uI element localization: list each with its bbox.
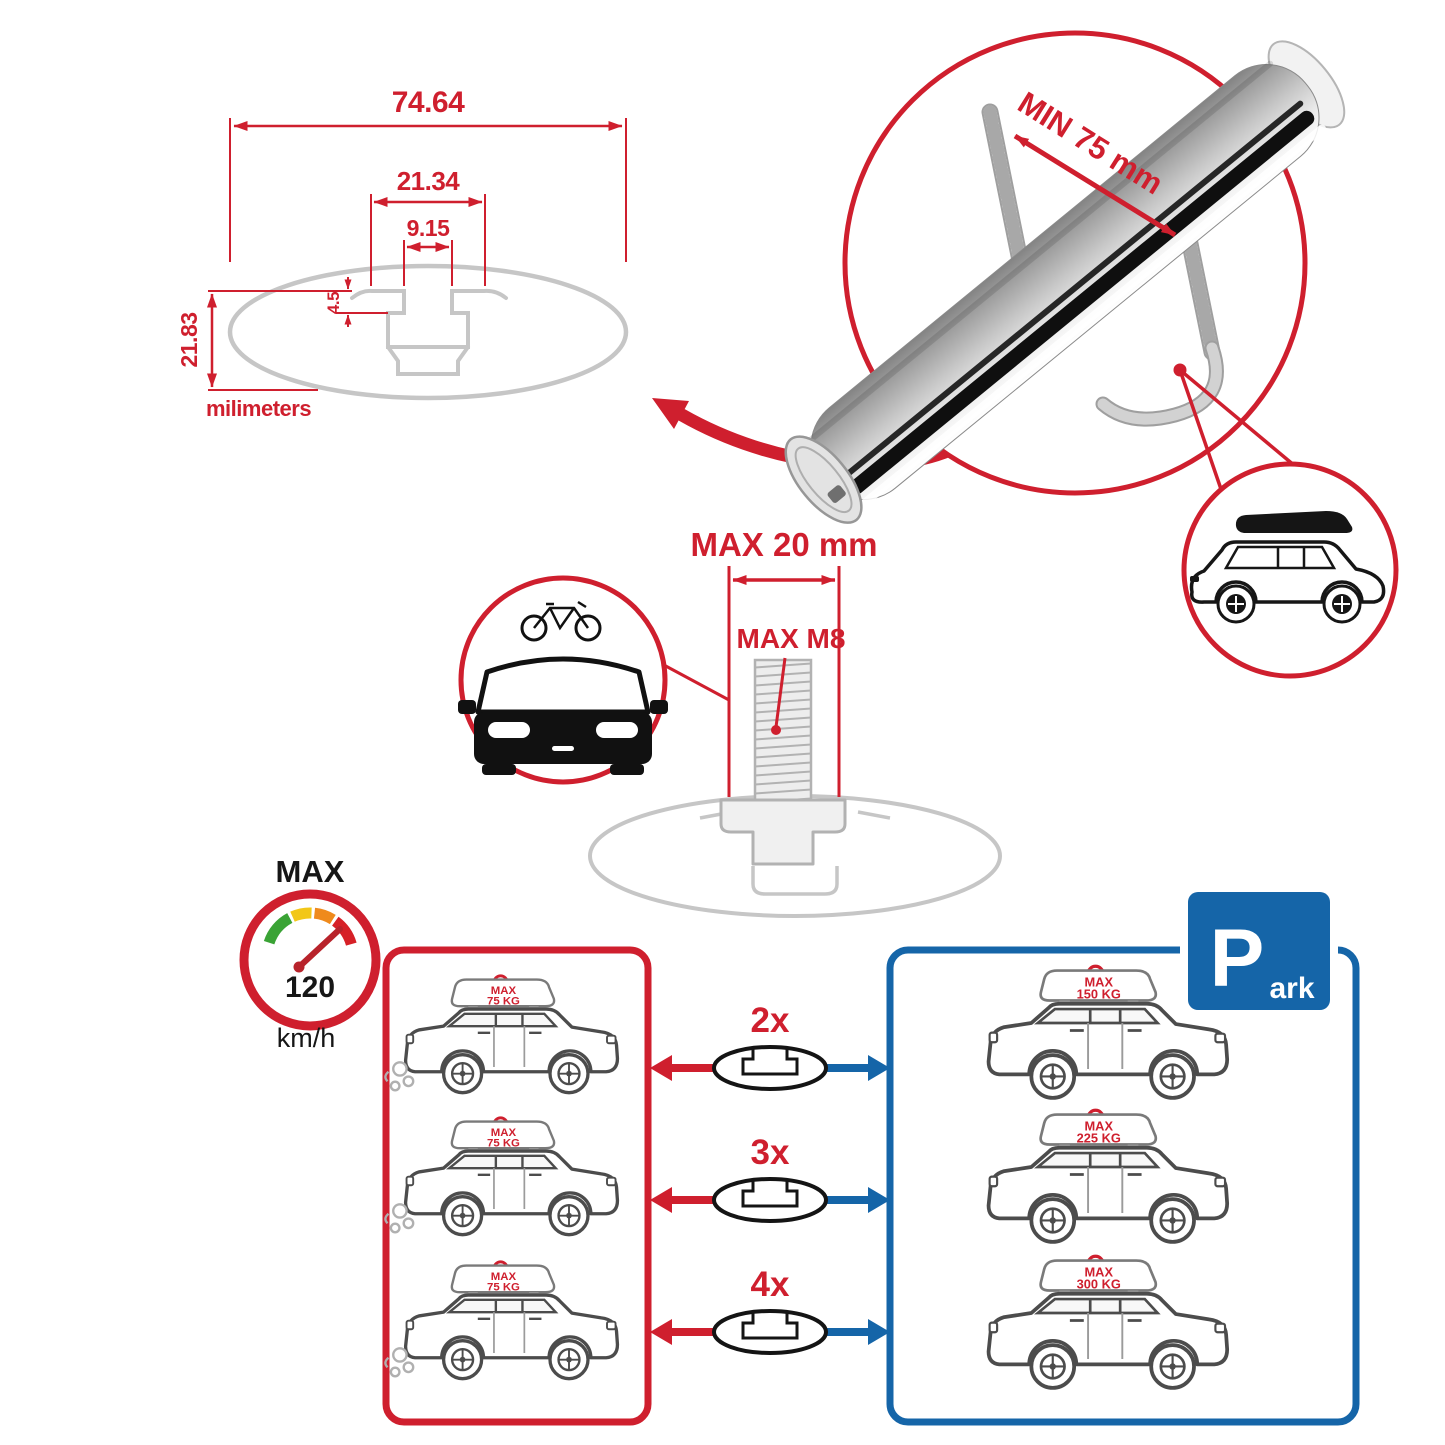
parking-sign-suffix: ark bbox=[1269, 972, 1314, 1005]
car-with-cargo: MAX 75 KG bbox=[384, 1260, 620, 1381]
bolt-max-thread-label: MAX M8 bbox=[737, 623, 846, 654]
cargo-load-label: 150 KG bbox=[1077, 986, 1121, 1001]
cargo-max-label: MAX bbox=[1085, 1119, 1114, 1134]
cargo-load-label: 75 KG bbox=[487, 1137, 520, 1149]
cross-section-diagram: 74.64 21.34 9.15 4.5 21.83 milimeters bbox=[176, 86, 629, 421]
suv-roofbox-circle bbox=[1181, 461, 1399, 679]
bolt-dim-extensions bbox=[727, 566, 841, 797]
cargo-max-label: MAX bbox=[1085, 1265, 1114, 1280]
car-with-cargo: MAX 75 KG bbox=[384, 1116, 620, 1237]
quantity-row: 2x bbox=[650, 1001, 890, 1091]
dimension-lines bbox=[207, 118, 627, 391]
dim-height-label: 21.83 bbox=[176, 312, 202, 367]
crossbar-section-icon bbox=[712, 1045, 828, 1091]
u-bolt-strap bbox=[1095, 340, 1224, 427]
parking-sign-letter: P bbox=[1210, 913, 1265, 1004]
crossbar-section-icon bbox=[712, 1177, 828, 1223]
parking-sign: P ark bbox=[1180, 884, 1338, 1018]
bar-profile-channel bbox=[350, 288, 508, 349]
car-front-circle bbox=[458, 575, 730, 785]
car-front-icon bbox=[458, 656, 668, 775]
cargo-load-label: 75 KG bbox=[487, 995, 520, 1007]
units-label: milimeters bbox=[206, 396, 311, 421]
car-with-cargo: MAX 300 KG bbox=[986, 1254, 1230, 1390]
dim-width-label: 74.64 bbox=[392, 86, 465, 119]
bolt-leader-dot bbox=[771, 725, 781, 735]
car-with-cargo: MAX 225 KG bbox=[986, 1108, 1230, 1244]
quantity-row: 4x bbox=[650, 1265, 890, 1355]
bike-icon bbox=[520, 600, 602, 642]
speed-unit: km/h bbox=[277, 1023, 336, 1053]
bar-profile-ellipse bbox=[227, 263, 629, 401]
connector-line bbox=[1178, 368, 1297, 468]
connector-line bbox=[661, 662, 730, 702]
suv-roofbox-icon bbox=[1189, 511, 1386, 624]
bar-profile-web bbox=[386, 345, 470, 376]
aluminum-bar bbox=[784, 40, 1346, 524]
crossbar-quantity-rows: 2x 3x 4x bbox=[650, 1001, 890, 1355]
dim-channel-width-label: 21.34 bbox=[397, 166, 461, 196]
cargo-max-label: MAX bbox=[491, 1127, 517, 1139]
bolt-plate bbox=[719, 798, 847, 866]
cargo-load-label: 300 KG bbox=[1077, 1276, 1121, 1291]
dim-lip-depth-label: 4.5 bbox=[324, 292, 343, 314]
speed-max-label: MAX bbox=[276, 854, 345, 889]
dim-slot-width-label: 9.15 bbox=[407, 215, 450, 241]
bar-closeup: MIN 75 mm bbox=[784, 30, 1346, 524]
speed-value: 120 bbox=[285, 971, 335, 1004]
quantity-label: 3x bbox=[751, 1133, 790, 1172]
parking-panel: MAX 150 KG MAX 225 KG MAX 300 KG P ark bbox=[886, 884, 1360, 1426]
bolt-leader-line bbox=[774, 657, 787, 728]
gauge-needle bbox=[296, 926, 343, 970]
car-with-cargo: MAX 150 KG bbox=[986, 964, 1230, 1100]
car-with-cargo: MAX 75 KG bbox=[384, 974, 620, 1095]
quantity-label: 4x bbox=[751, 1265, 790, 1304]
crossbar-section-icon bbox=[712, 1309, 828, 1355]
speed-limit-gauge: MAX 120 km/h bbox=[239, 854, 381, 1053]
bolt-max-depth-label: MAX 20 mm bbox=[690, 526, 877, 563]
cargo-max-label: MAX bbox=[491, 1271, 517, 1283]
quantity-label: 2x bbox=[751, 1001, 790, 1040]
clamp-dimension-arrow bbox=[1013, 133, 1177, 238]
bolt-diagram: MAX 20 mm MAX M8 bbox=[588, 526, 1002, 918]
cargo-load-label: 75 KG bbox=[487, 1281, 520, 1293]
connector-line bbox=[1178, 369, 1224, 493]
driving-panel: MAX 75 KG MAX 75 KG MAX 75 KG bbox=[382, 946, 652, 1426]
cargo-max-label: MAX bbox=[491, 985, 517, 997]
cargo-max-label: MAX bbox=[1085, 975, 1114, 990]
cargo-load-label: 225 KG bbox=[1077, 1130, 1121, 1145]
quantity-row: 3x bbox=[650, 1133, 890, 1223]
